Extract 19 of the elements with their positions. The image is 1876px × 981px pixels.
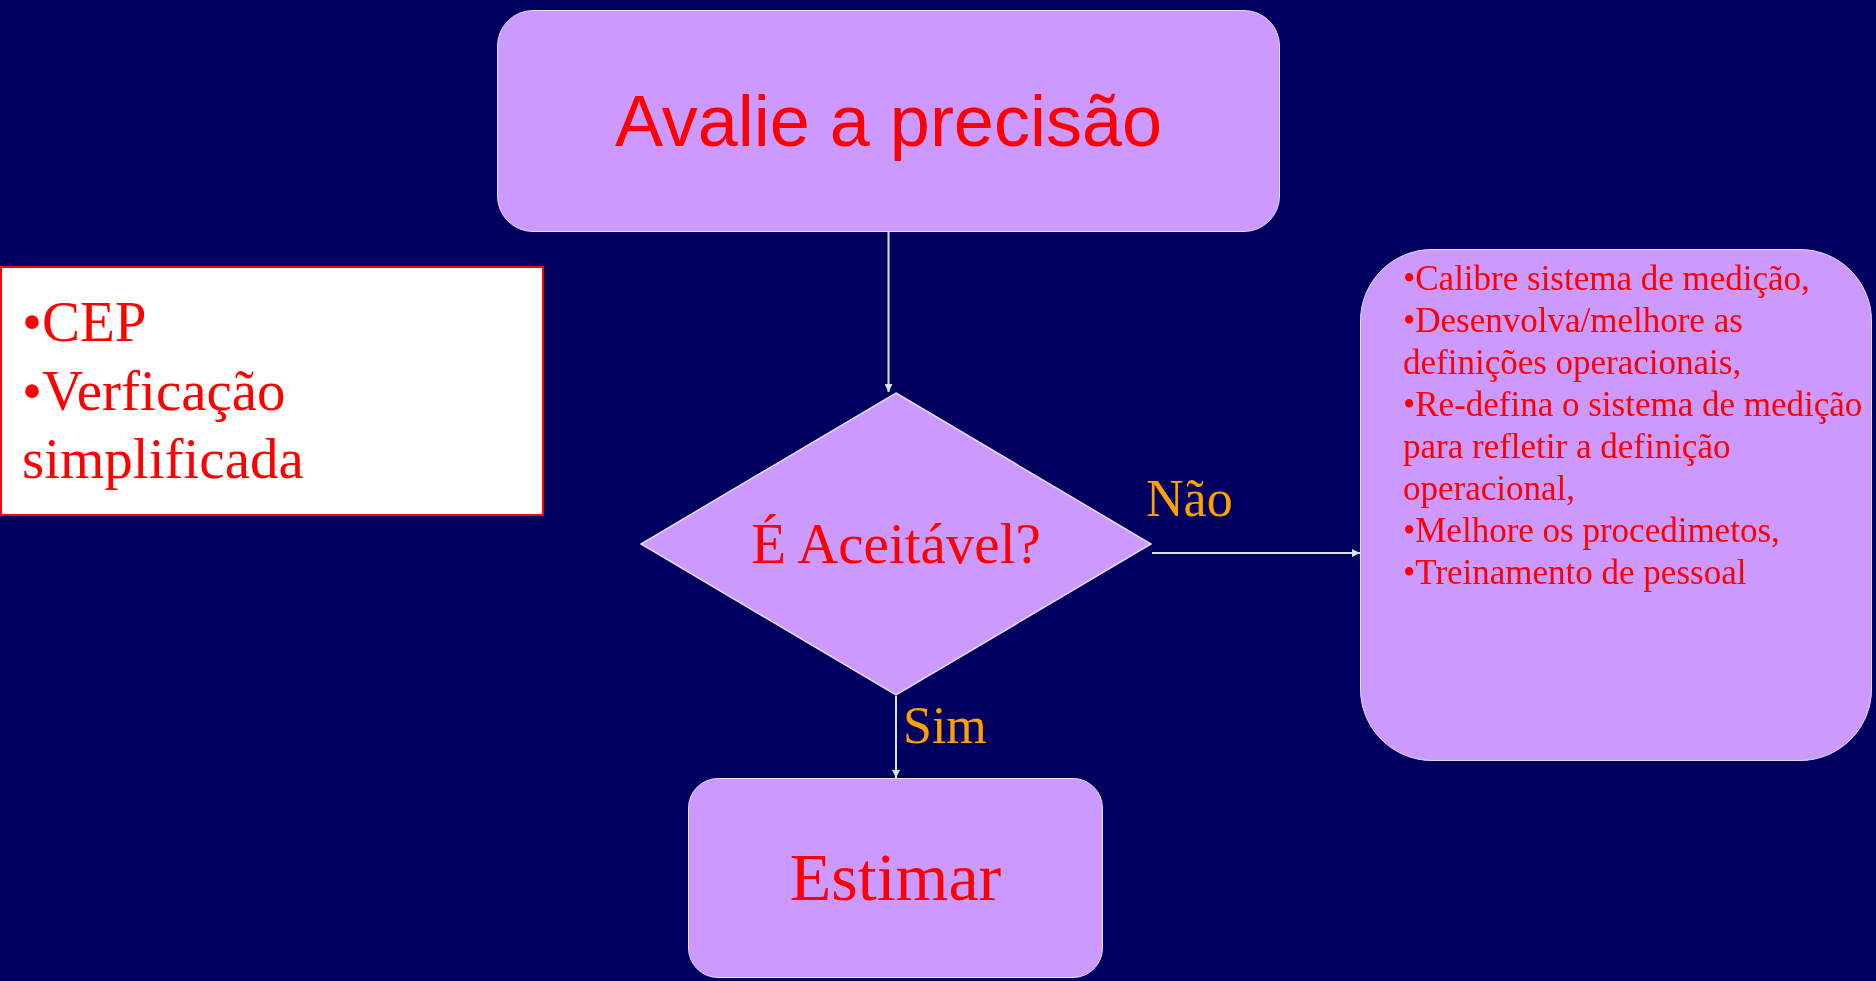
node-text: •Re-defina o sistema de medição para refletir a definição operacional, (1403, 384, 1864, 510)
arrow (1151, 549, 1361, 557)
node-text: •Melhore os procedimetos, (1403, 510, 1781, 552)
process-box (497, 10, 1280, 232)
edge-label: Não (1146, 473, 1233, 525)
node-text: •Desenvolva/melhore as definições operacionais, (1403, 300, 1744, 384)
node-text: Avalie a precisão (615, 79, 1162, 163)
node-text: •CEP (22, 289, 148, 356)
node-text: É Aceitável? (751, 510, 1041, 577)
process-box (688, 778, 1103, 978)
arrow (884, 231, 893, 393)
node-text: •Treinamento de pessoal (1403, 552, 1748, 594)
node-text: •Calibre sistema de medição, (1403, 258, 1811, 300)
edge-label: Sim (903, 700, 987, 752)
node-text: Estimar (789, 838, 1002, 918)
arrow (892, 695, 900, 779)
action-box (1360, 249, 1872, 761)
note-box (0, 266, 544, 516)
node-text: •Verficação simplificada (22, 357, 305, 493)
